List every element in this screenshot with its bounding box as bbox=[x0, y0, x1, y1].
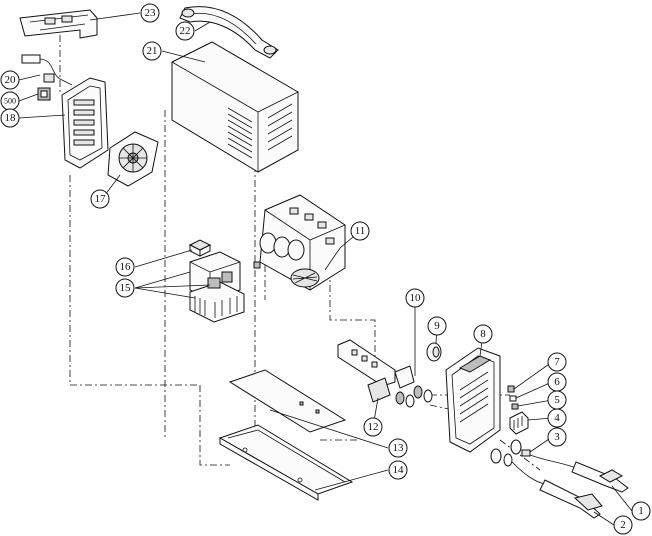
part-9-knob bbox=[426, 342, 442, 362]
part-16-rectifier bbox=[188, 239, 212, 257]
callout-20: 20 bbox=[0, 70, 20, 90]
svg-text:2: 2 bbox=[620, 519, 626, 531]
svg-text:500: 500 bbox=[4, 97, 16, 106]
assembly-guide-lines bbox=[59, 35, 541, 471]
svg-text:8: 8 bbox=[480, 328, 486, 340]
callout-17: 17 bbox=[90, 189, 110, 209]
callout-12: 12 bbox=[363, 417, 383, 437]
svg-text:18: 18 bbox=[5, 112, 17, 124]
callout-4: 4 bbox=[547, 408, 567, 428]
svg-text:16: 16 bbox=[120, 261, 132, 273]
callout-23: 23 bbox=[140, 3, 160, 23]
callout-14: 14 bbox=[388, 460, 408, 480]
callout-8: 8 bbox=[473, 324, 493, 344]
svg-text:14: 14 bbox=[393, 464, 405, 476]
part-5-spring bbox=[511, 403, 519, 410]
callout-21: 21 bbox=[142, 41, 162, 61]
svg-text:21: 21 bbox=[147, 45, 158, 57]
callout-7: 7 bbox=[547, 352, 567, 372]
svg-text:1: 1 bbox=[638, 505, 644, 517]
part-11-main-pcb bbox=[253, 194, 346, 291]
part-2-earth-clamp bbox=[511, 461, 603, 519]
leader-lines bbox=[18, 12, 633, 526]
callout-5: 5 bbox=[547, 390, 567, 410]
svg-text:9: 9 bbox=[434, 320, 440, 332]
svg-text:3: 3 bbox=[554, 431, 560, 443]
callout-18: 18 bbox=[0, 108, 20, 128]
callout-3: 3 bbox=[547, 427, 567, 447]
svg-text:5: 5 bbox=[554, 394, 560, 406]
callout-9: 9 bbox=[427, 316, 447, 336]
svg-text:22: 22 bbox=[180, 25, 191, 37]
part-10-terminal-strip bbox=[337, 339, 415, 389]
svg-text:10: 10 bbox=[410, 292, 422, 304]
svg-text:12: 12 bbox=[368, 421, 379, 433]
svg-text:7: 7 bbox=[554, 356, 560, 368]
part-15-heatsinks bbox=[189, 251, 245, 323]
svg-text:11: 11 bbox=[355, 225, 366, 237]
callout-22: 22 bbox=[175, 21, 195, 41]
callout-11: 11 bbox=[350, 221, 370, 241]
svg-text:23: 23 bbox=[145, 7, 157, 19]
part-500-switch bbox=[37, 87, 51, 101]
svg-text:6: 6 bbox=[554, 376, 560, 388]
part-13-insulation-sheet bbox=[228, 369, 347, 433]
part-12-terminal-hardware bbox=[367, 377, 433, 408]
callout-500: 500 bbox=[0, 91, 20, 111]
svg-text:13: 13 bbox=[393, 442, 405, 454]
part-23-top-strip bbox=[19, 9, 98, 39]
svg-text:20: 20 bbox=[5, 74, 17, 86]
part-22-carrying-handle bbox=[179, 6, 279, 59]
callout-6: 6 bbox=[547, 372, 567, 392]
svg-text:15: 15 bbox=[120, 282, 132, 294]
part-14-base-plate bbox=[218, 424, 354, 501]
part-20-power-cable bbox=[21, 54, 73, 86]
part-6-washer bbox=[509, 395, 517, 402]
callout-15: 15 bbox=[115, 278, 135, 298]
svg-text:4: 4 bbox=[554, 412, 560, 424]
part-21-housing-cover bbox=[171, 41, 299, 173]
svg-text:17: 17 bbox=[95, 193, 107, 205]
part-7-screw bbox=[507, 385, 515, 393]
callout-10: 10 bbox=[405, 288, 425, 308]
part-1-electrode-holder bbox=[529, 454, 629, 493]
part-17-fan bbox=[107, 131, 159, 187]
callout-2: 2 bbox=[613, 515, 633, 535]
callout-13: 13 bbox=[388, 438, 408, 458]
part-18-rear-panel bbox=[61, 77, 109, 169]
part-8-front-panel bbox=[445, 347, 501, 453]
callout-1: 1 bbox=[631, 501, 651, 521]
part-4-switch-block bbox=[509, 411, 529, 435]
callout-16: 16 bbox=[115, 257, 135, 277]
part-3-connectors bbox=[490, 439, 531, 467]
